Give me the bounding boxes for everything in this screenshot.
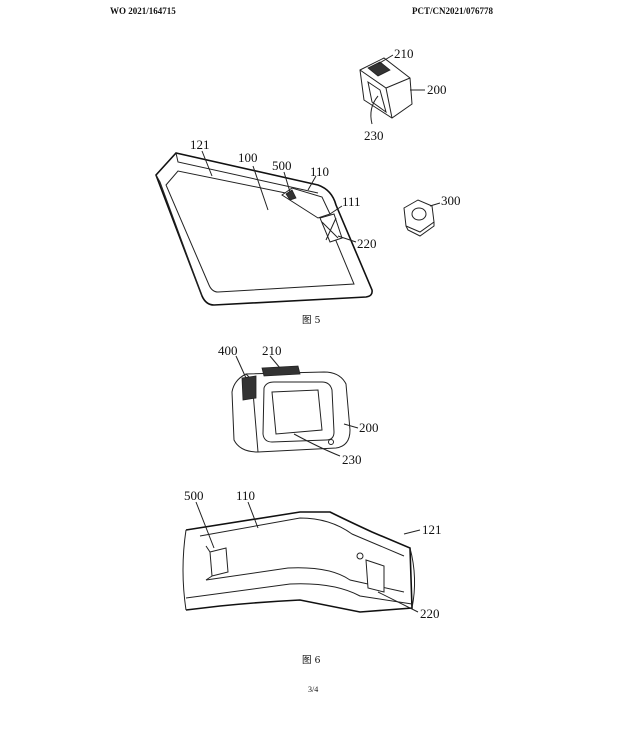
component-300-hole <box>411 207 427 221</box>
figure-5-drawing: 210 200 230 121 100 500 110 111 300 220 <box>155 46 461 306</box>
publication-number: WO 2021/164715 <box>110 6 176 16</box>
label-111: 111 <box>342 194 361 209</box>
label-f6-220: 220 <box>420 606 440 621</box>
leader-121 <box>201 150 213 177</box>
label-121: 121 <box>190 137 210 152</box>
label-400: 400 <box>218 343 238 358</box>
leader-220 <box>337 235 357 243</box>
label-210: 210 <box>394 46 414 61</box>
label-f6-500: 500 <box>184 488 204 503</box>
leader-110 <box>307 175 317 191</box>
section-pin <box>356 552 364 560</box>
leader-f6-220 <box>377 591 419 613</box>
label-200: 200 <box>427 82 447 97</box>
leader-f6-230 <box>293 433 341 457</box>
mount-hole <box>328 439 334 445</box>
module-400 <box>241 375 257 401</box>
section-cut-edge <box>182 529 187 611</box>
label-f6-230: 230 <box>342 452 362 467</box>
figure-6-housing-drawing: 500 110 121 220 <box>182 488 442 621</box>
figure-6-component-drawing: 400 210 200 230 <box>218 343 379 467</box>
window-500-frame <box>205 545 213 581</box>
grille-210 <box>261 365 301 377</box>
leader-f6-400 <box>235 355 247 379</box>
figure-6-caption: 图 6 <box>302 655 321 666</box>
leader-210 <box>377 54 394 65</box>
label-110: 110 <box>310 164 329 179</box>
leader-100 <box>252 165 269 211</box>
label-f6-210: 210 <box>262 343 282 358</box>
label-220: 220 <box>357 236 377 251</box>
opening-inner-back <box>271 389 323 435</box>
application-number: PCT/CN2021/076778 <box>412 6 493 16</box>
section-cut-right <box>409 547 416 609</box>
housing-section-top <box>199 517 405 557</box>
label-f6-200: 200 <box>359 420 379 435</box>
leader-f6-110 <box>247 501 259 529</box>
label-f6-121: 121 <box>422 522 442 537</box>
component-210-grille <box>367 61 391 77</box>
label-500: 500 <box>272 158 292 173</box>
housing-section-floor <box>185 583 413 605</box>
leader-300 <box>429 202 441 207</box>
leader-f6-500 <box>195 501 215 549</box>
leader-f6-121 <box>403 529 421 535</box>
window-500-section <box>209 547 229 577</box>
slot-cross <box>321 217 339 241</box>
label-100: 100 <box>238 150 258 165</box>
component-300-edge <box>405 222 435 237</box>
leader-f6-200 <box>343 423 359 429</box>
component-200-opening <box>262 381 335 443</box>
leader-111 <box>329 205 343 215</box>
label-f6-110: 110 <box>236 488 255 503</box>
leader-500 <box>283 171 291 193</box>
housing-rim-line <box>155 174 203 297</box>
housing-rim-top <box>175 152 319 194</box>
page-number: 3/4 <box>308 685 319 694</box>
figure-5-caption: 图 5 <box>302 315 321 326</box>
housing-section-inner <box>205 567 405 593</box>
slot-220-section <box>365 559 385 593</box>
label-230: 230 <box>364 128 384 143</box>
component-200-side <box>385 87 393 119</box>
leader-230 <box>370 95 379 125</box>
leader-f6-210 <box>269 355 281 369</box>
housing-outer-edge <box>155 152 373 306</box>
label-300: 300 <box>441 193 461 208</box>
